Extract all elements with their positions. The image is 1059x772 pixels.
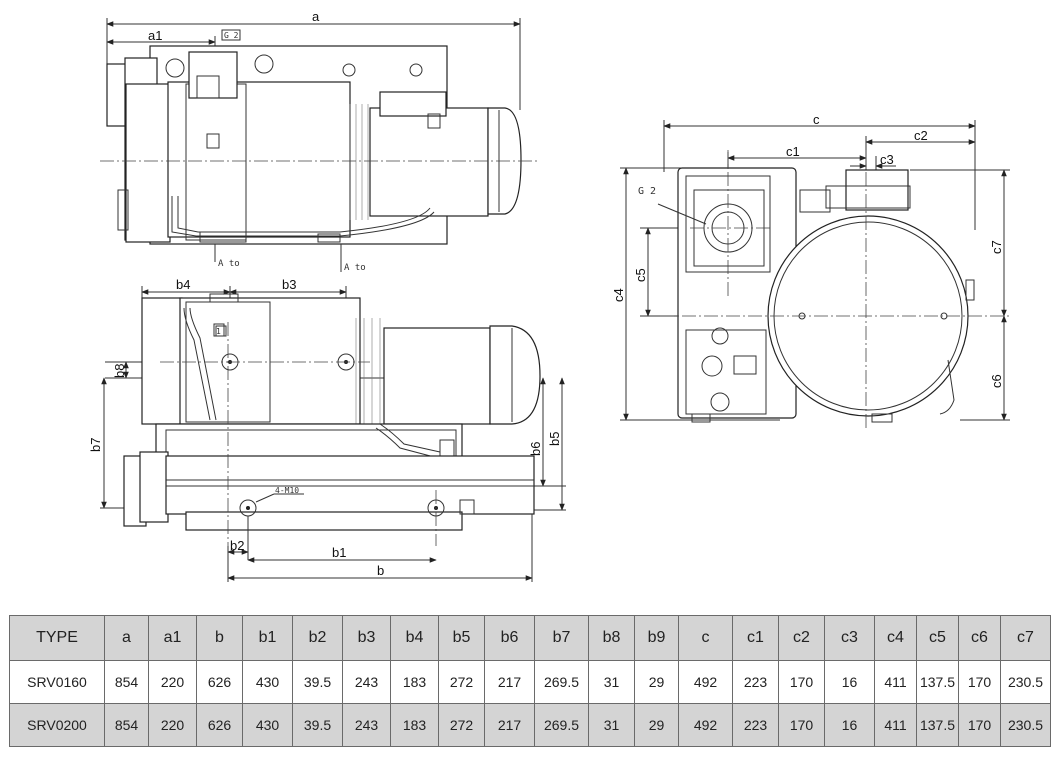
dimension-cell: 223 (732, 703, 779, 747)
dimension-cell: 230.5 (1000, 703, 1051, 747)
front-view: b4 b3 b8 b9 b7 b6 b5 (88, 277, 566, 582)
dim-b6-label: b6 (528, 442, 543, 456)
section-a-label-2: A to (344, 263, 366, 273)
dim-c7-label: c7 (989, 240, 1004, 254)
dimension-cell: 170 (778, 703, 825, 747)
dimension-cell: 170 (958, 703, 1001, 747)
column-header: b4 (390, 615, 439, 661)
dim-b3-label: b3 (282, 277, 296, 292)
column-header: b (196, 615, 243, 661)
column-header: c4 (874, 615, 917, 661)
dimension-cell: 39.5 (292, 703, 343, 747)
column-header: c2 (778, 615, 825, 661)
dim-a-label: a (312, 9, 320, 24)
column-header: a1 (148, 615, 197, 661)
column-header: c7 (1000, 615, 1051, 661)
dimension-cell: 626 (196, 660, 243, 704)
dimension-cell: 217 (484, 703, 535, 747)
dimension-cell: 220 (148, 703, 197, 747)
column-header: c5 (916, 615, 959, 661)
g2-top-label: G 2 (224, 31, 239, 40)
dimension-cell: 243 (342, 703, 391, 747)
dimension-cell: 430 (242, 703, 293, 747)
g2-side-label: G 2 (638, 186, 656, 197)
dim-b5-label: b5 (547, 432, 562, 446)
top-view: a a1 G 2 (100, 9, 540, 273)
dimension-cell: 411 (874, 703, 917, 747)
dimension-cell: 137.5 (916, 703, 959, 747)
column-header: b2 (292, 615, 343, 661)
dimension-cell: 269.5 (534, 703, 589, 747)
model-cell: SRV0200 (9, 703, 105, 747)
side-view: c c2 c1 c3 c4 c5 c7 c6 (611, 112, 1010, 430)
port-1-label: 1 (216, 327, 221, 336)
dim-b8-label: b8 (112, 364, 127, 378)
dim-b4-label: b4 (176, 277, 190, 292)
dim-b7-label: b7 (88, 438, 103, 452)
dimension-cell: 29 (634, 660, 679, 704)
dimension-cell: 183 (390, 703, 439, 747)
dim-b2-label: b2 (230, 538, 244, 553)
column-header: b5 (438, 615, 485, 661)
dimension-cell: 223 (732, 660, 779, 704)
dimension-cell: 29 (634, 703, 679, 747)
column-header: b1 (242, 615, 293, 661)
dim-c6-label: c6 (989, 374, 1004, 388)
dimension-cell: 183 (390, 660, 439, 704)
dimension-cell: 854 (104, 703, 149, 747)
section-a-label-1: A to (218, 259, 240, 269)
dimension-cell: 430 (242, 660, 293, 704)
dim-c-label: c (813, 112, 820, 127)
dimension-cell: 243 (342, 660, 391, 704)
pump-dimension-drawing: a a1 G 2 (88, 9, 1010, 582)
column-header: b3 (342, 615, 391, 661)
dimension-cell: 272 (438, 660, 485, 704)
column-header: c1 (732, 615, 779, 661)
dimension-cell: 31 (588, 660, 635, 704)
dimension-cell: 230.5 (1000, 660, 1051, 704)
column-header: b6 (484, 615, 535, 661)
m10-callout-label: 4-M10 (275, 486, 299, 495)
column-header: b7 (534, 615, 589, 661)
column-header: c (678, 615, 733, 661)
dim-c4-label: c4 (611, 288, 626, 302)
column-header: c3 (824, 615, 875, 661)
dim-c2-label: c2 (914, 128, 928, 143)
dimension-cell: 16 (824, 703, 875, 747)
dimension-cell: 626 (196, 703, 243, 747)
dimension-cell: 269.5 (534, 660, 589, 704)
dimension-cell: 220 (148, 660, 197, 704)
dim-a1-label: a1 (148, 28, 162, 43)
dimension-cell: 492 (678, 703, 733, 747)
dim-c1-label: c1 (786, 144, 800, 159)
dimension-cell: 39.5 (292, 660, 343, 704)
dim-b-label: b (377, 563, 384, 578)
column-header: c6 (958, 615, 1001, 661)
column-header: b8 (588, 615, 635, 661)
dimension-cell: 492 (678, 660, 733, 704)
dim-c5-label: c5 (633, 268, 648, 282)
dimension-cell: 31 (588, 703, 635, 747)
dimension-cell: 854 (104, 660, 149, 704)
column-header: a (104, 615, 149, 661)
column-header: b9 (634, 615, 679, 661)
dimension-cell: 272 (438, 703, 485, 747)
dimension-cell: 411 (874, 660, 917, 704)
model-cell: SRV0160 (9, 660, 105, 704)
dimension-cell: 137.5 (916, 660, 959, 704)
column-header: TYPE (9, 615, 105, 661)
dimension-cell: 170 (778, 660, 825, 704)
dim-b1-label: b1 (332, 545, 346, 560)
dim-c3-label: c3 (880, 152, 894, 167)
dimension-cell: 170 (958, 660, 1001, 704)
dimension-cell: 16 (824, 660, 875, 704)
dimension-cell: 217 (484, 660, 535, 704)
